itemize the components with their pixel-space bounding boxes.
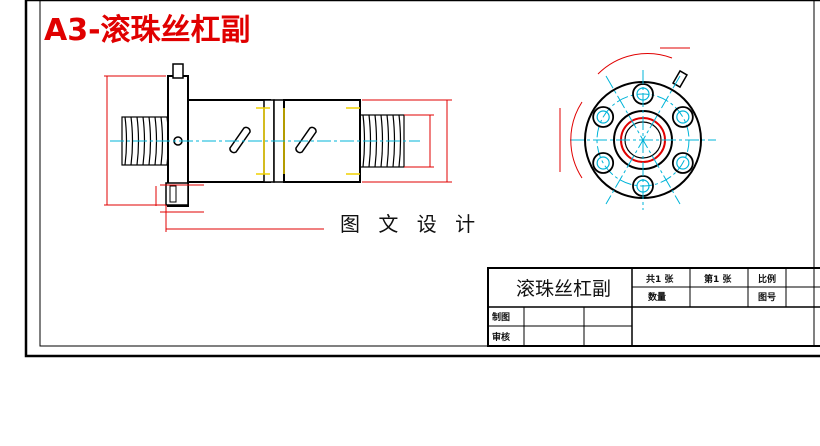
slot-right [295, 126, 317, 154]
thread-crest [130, 116, 134, 166]
centerline-diag-2 [605, 75, 681, 205]
outer-border [24, 0, 820, 358]
bolt-hole [671, 152, 694, 174]
bolt-hole [596, 156, 610, 170]
title-block-sheet-no: 第1 张 [704, 273, 732, 285]
dim-arc-left [570, 101, 583, 179]
oil-nipple [172, 63, 184, 79]
overlay-caption: 图 文 设 计 [340, 212, 481, 236]
title-block-quantity-label: 数量 [648, 291, 666, 303]
thread-crest [398, 114, 402, 168]
thread-crest [124, 116, 128, 166]
title-block-drawing-no-label: 图号 [758, 292, 776, 303]
dim-arc-top [597, 53, 673, 75]
bottom-detail-slot [169, 185, 177, 203]
slot-left [229, 126, 251, 154]
title-block-checked-by-label: 审核 [492, 331, 510, 343]
bolt-holes [592, 83, 694, 197]
inner-border [39, 0, 815, 347]
title-block [487, 267, 820, 347]
title-block-name: 滚珠丝杠副 [516, 278, 611, 300]
bolt-hole [596, 110, 610, 124]
bottom-detail [165, 182, 189, 206]
caption-backdrop [330, 203, 478, 243]
bolt-hole [676, 110, 690, 124]
drawing-heading: A3-滚珠丝杠副 [44, 13, 251, 48]
front-view [104, 63, 452, 232]
title-block-total-sheets: 共1 张 [646, 273, 674, 285]
bolt-hole [592, 152, 615, 174]
title-block-drawn-by-label: 制图 [492, 311, 510, 323]
title-block-scale-label: 比例 [758, 273, 776, 285]
side-oil-nipple [672, 69, 688, 89]
bolt-hole [671, 106, 694, 128]
bolt-hole [592, 106, 615, 128]
bolt-hole [676, 156, 690, 170]
side-view [559, 47, 716, 210]
